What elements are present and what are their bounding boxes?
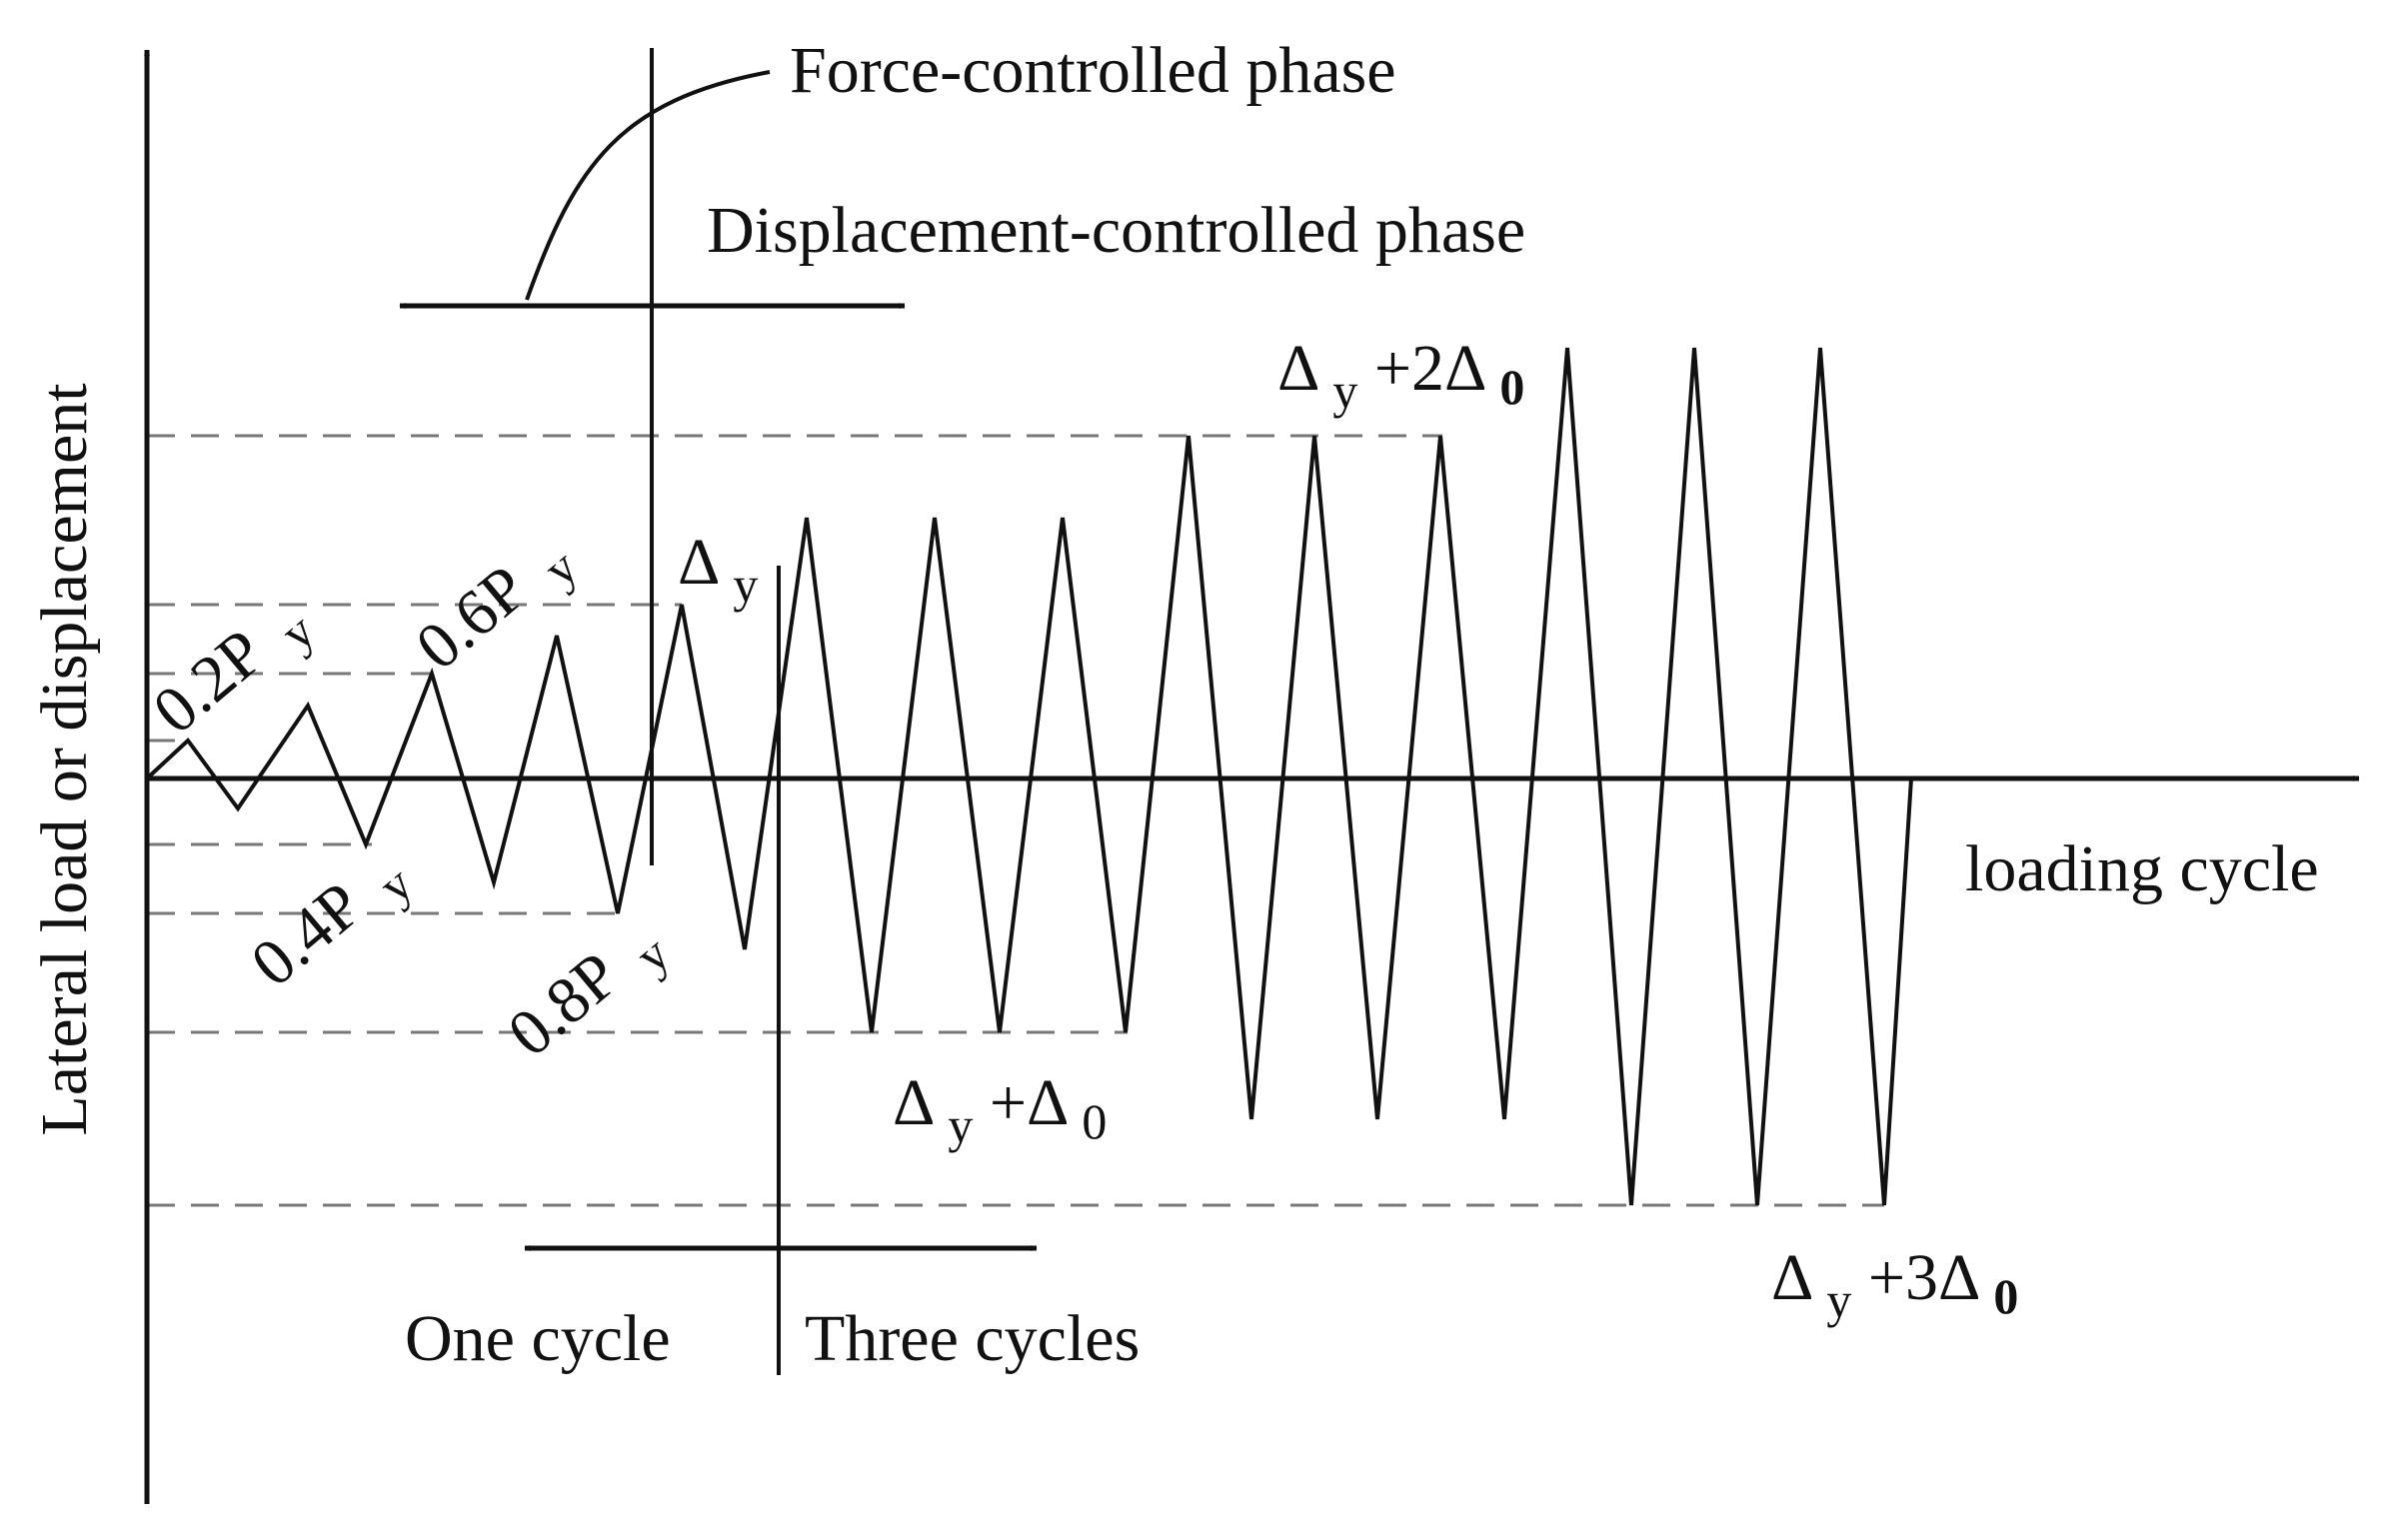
force-level-coef: 0.8P bbox=[495, 939, 632, 1070]
displacement-level-label-dy: Δ y bbox=[678, 526, 758, 613]
increment-term: +Δ bbox=[990, 1066, 1067, 1139]
subscript-0: 0 bbox=[1993, 1268, 2018, 1324]
x-axis-label: loading cycle bbox=[1965, 832, 2319, 905]
force-level-subscript: y bbox=[368, 855, 423, 914]
increment-term: +3Δ bbox=[1868, 1241, 1978, 1314]
dashed-guides bbox=[147, 434, 1884, 1207]
force-phase-leader-curve bbox=[525, 70, 771, 301]
phase-arrows bbox=[399, 70, 906, 309]
force-level-subscript: y bbox=[625, 925, 680, 984]
delta-symbol: Δ bbox=[1277, 332, 1317, 405]
increment-term: +2Δ bbox=[1374, 332, 1484, 405]
loading-history-line bbox=[145, 347, 1913, 1206]
subscript-y: y bbox=[1332, 363, 1357, 419]
force-level-coef: 0.2P bbox=[140, 617, 277, 748]
subscript-y: y bbox=[733, 557, 758, 613]
three-cycles-label: Three cycles bbox=[805, 1302, 1140, 1375]
force-level-label-0.8py: 0.8P y bbox=[495, 904, 680, 1078]
one-cycle-label: One cycle bbox=[405, 1302, 671, 1375]
force-level-subscript: y bbox=[270, 603, 325, 662]
subscript-0: 0 bbox=[1082, 1093, 1107, 1149]
delta-symbol: Δ bbox=[678, 526, 718, 599]
delta-symbol: Δ bbox=[893, 1066, 933, 1139]
y-axis-label: Lateral load or displacement bbox=[28, 383, 101, 1135]
force-controlled-phase-label: Force-controlled phase bbox=[790, 34, 1396, 107]
force-level-coef: 0.6P bbox=[403, 553, 540, 684]
force-level-label-0.4py: 0.4P y bbox=[238, 834, 423, 1008]
displacement-level-label-dy-plus-2d0: Δ y +2Δ 0 bbox=[1277, 332, 1524, 423]
subscript-y: y bbox=[948, 1097, 973, 1153]
displacement-level-label-dy-plus-d0: Δ y +Δ 0 bbox=[893, 1066, 1107, 1157]
force-level-label-0.2py: 0.2P y bbox=[140, 582, 325, 756]
force-level-subscript: y bbox=[533, 539, 588, 598]
axes bbox=[144, 49, 2360, 1504]
subscript-y: y bbox=[1826, 1272, 1851, 1328]
force-level-coef: 0.4P bbox=[238, 869, 375, 1000]
displacement-controlled-phase-label: Displacement-controlled phase bbox=[707, 194, 1525, 267]
displacement-level-label-dy-plus-3d0: Δ y +3Δ 0 bbox=[1771, 1241, 2018, 1332]
delta-symbol: Δ bbox=[1771, 1241, 1811, 1314]
subscript-0: 0 bbox=[1499, 359, 1524, 415]
